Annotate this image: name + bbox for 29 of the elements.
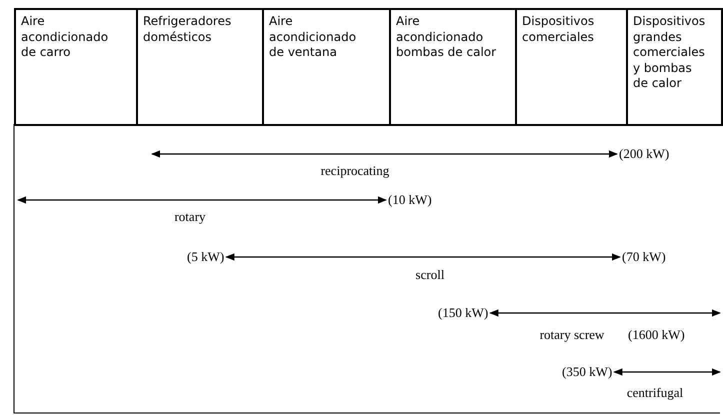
range-arrow (151, 150, 618, 158)
range-arrow (613, 368, 721, 376)
capacity-label: (10 kW) (388, 192, 432, 208)
capacity-label: (5 kW) (187, 249, 224, 265)
capacity-label: (200 kW) (619, 146, 670, 162)
category-text: Refrigeradores domésticos (143, 14, 232, 46)
category-cell (389, 8, 517, 126)
capacity-label: (1600 kW) (628, 327, 685, 343)
range-arrow (489, 309, 721, 317)
capacity-label: (350 kW) (562, 364, 612, 380)
category-text: Aire acondicionado bombas de calor (396, 14, 498, 61)
edge-label: rotary screw (540, 327, 604, 343)
edge-label: centrifugal (626, 385, 684, 401)
category-cell (262, 8, 391, 126)
range-arrow (17, 196, 387, 204)
category-cell (626, 8, 723, 126)
capacity-label: (70 kW) (622, 249, 666, 265)
capacity-label: (150 kW) (438, 305, 488, 321)
edge-label: scroll (416, 267, 444, 283)
category-cell (515, 8, 628, 126)
category-text: Dispositivos comerciales (522, 14, 596, 46)
edge-label: reciprocating (320, 163, 390, 179)
category-cell (136, 8, 264, 126)
category-text: Dispositivos grandes comerciales y bombas de calor (633, 14, 705, 92)
category-text: Aire acondicionado de carro (21, 14, 110, 61)
range-arrow (225, 253, 621, 261)
edge-label: rotary (174, 209, 206, 225)
category-text: Aire acondicionado de ventana (269, 14, 358, 61)
category-cell (14, 8, 138, 126)
